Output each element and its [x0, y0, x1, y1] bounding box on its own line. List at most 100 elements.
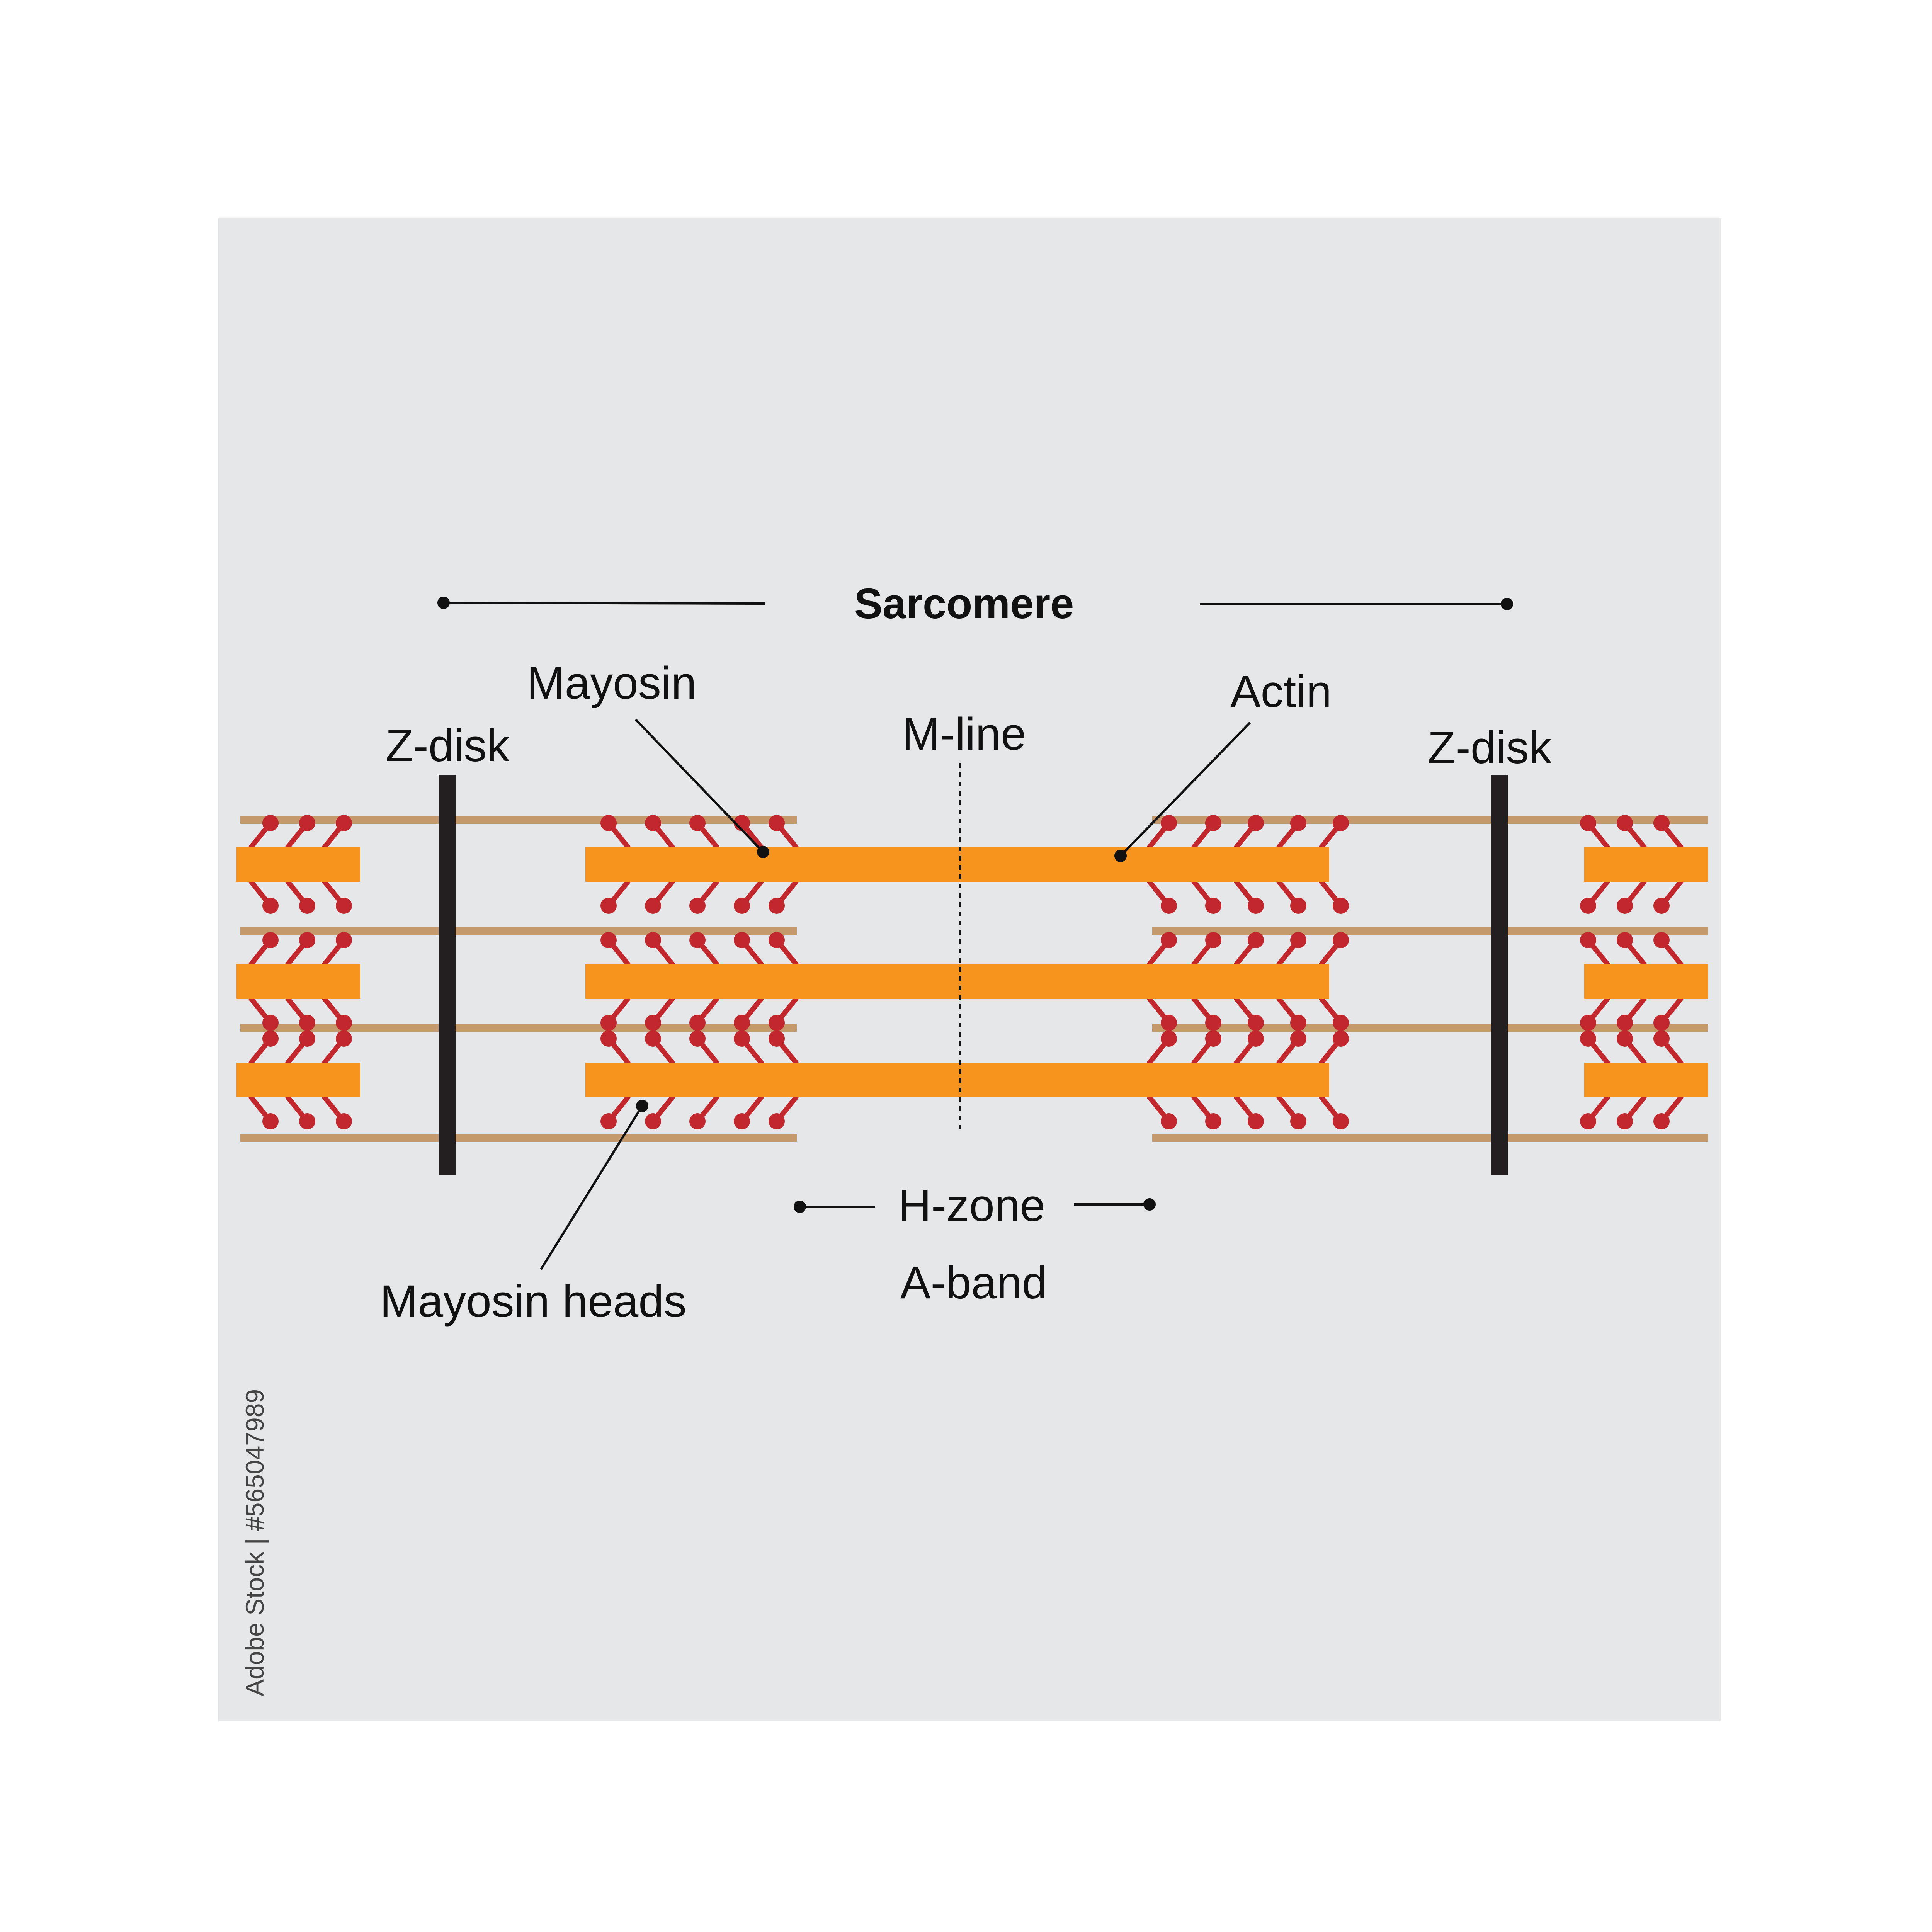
myosin-head [1205, 898, 1221, 914]
myosin-head [734, 898, 750, 914]
myosin-head [299, 898, 315, 914]
myosin-head [299, 815, 315, 831]
myosin-head [1617, 932, 1633, 948]
leader-lines [540, 718, 1251, 1270]
z-disk-right [1491, 775, 1508, 1175]
myosin-head [1205, 1015, 1221, 1031]
myosin-head [769, 815, 785, 831]
z-disk-left [439, 775, 456, 1175]
myosin-head [600, 932, 617, 948]
myosin-head [336, 932, 352, 948]
myosin-head [1161, 1015, 1177, 1031]
myosin-head [1653, 932, 1670, 948]
h-zone-bracket [794, 1198, 1156, 1213]
myosin-filaments [236, 847, 1708, 1097]
sarcomere-bracket [437, 597, 1513, 610]
myosin-head [600, 815, 617, 831]
myosin-head [734, 1015, 750, 1031]
myosin-head [336, 815, 352, 831]
myosin-head [769, 898, 785, 914]
myosin-head [1580, 1031, 1596, 1047]
myosin-head [1580, 898, 1596, 914]
myosin-head [689, 898, 706, 914]
myosin-head [1161, 815, 1177, 831]
myosin-head [1653, 815, 1670, 831]
myosin-head [1248, 1031, 1264, 1047]
myosin-head [769, 1015, 785, 1031]
myosin-head [600, 898, 617, 914]
a-band-label: A-band [900, 1257, 1048, 1308]
actin-leader [1119, 721, 1251, 857]
myosin-head [1617, 815, 1633, 831]
myosin-head [1580, 1113, 1596, 1129]
myosin-head [1205, 1113, 1221, 1129]
myosin-head [689, 1113, 706, 1129]
myosin-head [1653, 1113, 1670, 1129]
mayosin-leader [634, 718, 764, 853]
stock-credit: Adobe Stock | #565047989 [240, 1389, 269, 1696]
myosin-head [1617, 1113, 1633, 1129]
myosin-head [1290, 1113, 1306, 1129]
mayosin-heads-label: Mayosin heads [380, 1276, 687, 1327]
myosin-head [734, 1113, 750, 1129]
myosin-head [645, 898, 661, 914]
myosin-head [645, 1031, 661, 1047]
myosin-head [1333, 1015, 1349, 1031]
myosin-head [645, 1015, 661, 1031]
myosin-head [262, 1113, 279, 1129]
myosin-head [1653, 898, 1670, 914]
myosin-head [262, 815, 279, 831]
myosin-head [600, 1015, 617, 1031]
myosin-head [262, 1015, 279, 1031]
myosin-head [1205, 932, 1221, 948]
myosin-head [689, 1015, 706, 1031]
myosin-head [299, 932, 315, 948]
myosin-head [1653, 1015, 1670, 1031]
myosin-head [1653, 1031, 1670, 1047]
myosin-head [299, 1113, 315, 1129]
myosin-filament [1584, 964, 1708, 999]
myosin-head [1580, 932, 1596, 948]
myosin-head [1205, 815, 1221, 831]
myosin-filament [585, 1063, 1329, 1097]
myosin-head [1248, 898, 1264, 914]
myosin-head [645, 932, 661, 948]
myosin-head [689, 932, 706, 948]
myosin-head [1333, 898, 1349, 914]
myosin-head [1205, 1031, 1221, 1047]
myosin-head [262, 898, 279, 914]
myosin-head [1248, 932, 1264, 948]
myosin-head [645, 815, 661, 831]
myosin-heads [248, 815, 1684, 1129]
myosin-head [1161, 898, 1177, 914]
myosin-head [689, 1031, 706, 1047]
myosin-head [689, 815, 706, 831]
myosin-head [1617, 1031, 1633, 1047]
myosin-head [1248, 1015, 1264, 1031]
myosin-filament [236, 847, 360, 882]
myosin-head [1161, 1031, 1177, 1047]
myosin-head [299, 1031, 315, 1047]
actin-filaments [240, 816, 1708, 1142]
myosin-head [1290, 898, 1306, 914]
myosin-head [1617, 898, 1633, 914]
z-disk-left-label: Z-disk [385, 720, 510, 771]
myosin-head [769, 1031, 785, 1047]
sarcomere-label: Sarcomere [854, 580, 1074, 628]
myosin-head [734, 932, 750, 948]
myosin-head [1580, 815, 1596, 831]
myosin-head [600, 1113, 617, 1129]
myosin-head [769, 1113, 785, 1129]
h-zone-label: H-zone [898, 1180, 1045, 1231]
myosin-head [1161, 1113, 1177, 1129]
myosin-head [262, 1031, 279, 1047]
mayosin-label: Mayosin [527, 658, 696, 709]
myosin-head [1248, 1113, 1264, 1129]
mayosin-heads-leader [540, 1105, 643, 1270]
myosin-head [262, 932, 279, 948]
myosin-head [1290, 815, 1306, 831]
myosin-head [336, 898, 352, 914]
myosin-head [645, 1113, 661, 1129]
myosin-head [336, 1031, 352, 1047]
